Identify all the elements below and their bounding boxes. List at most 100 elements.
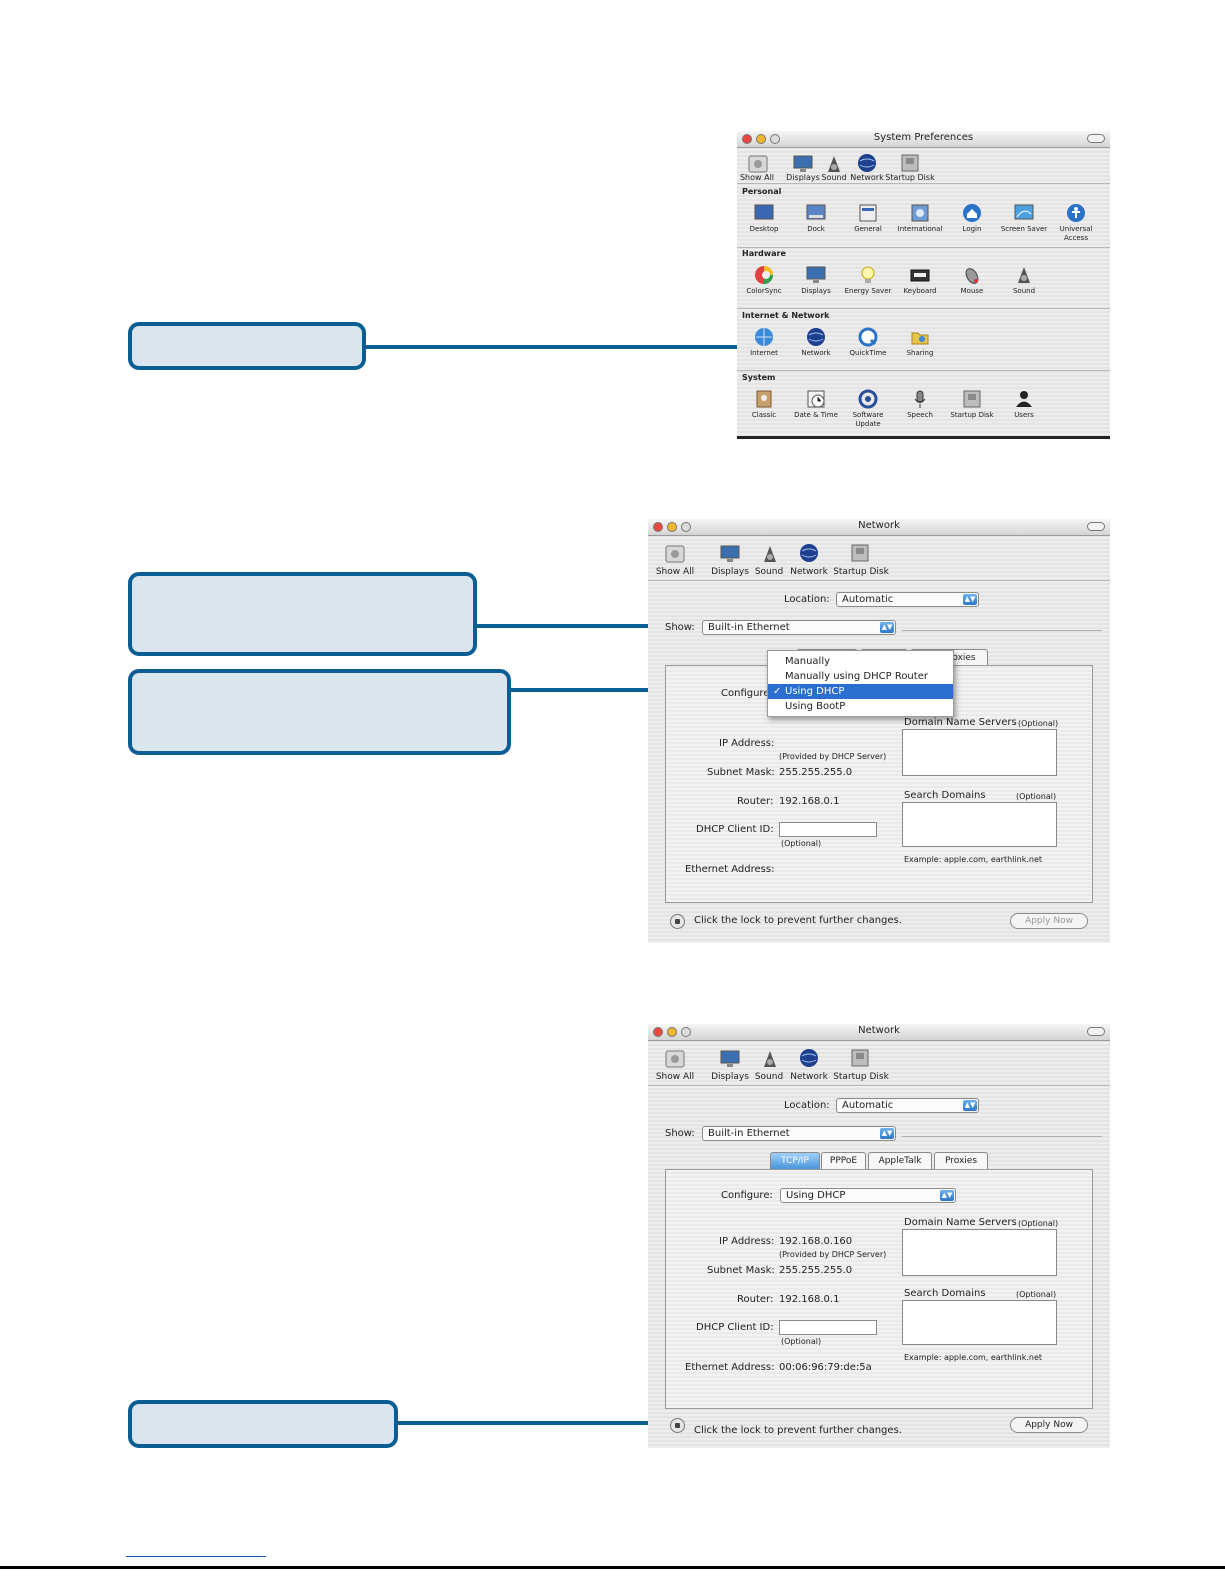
- toolbar-startup-disk[interactable]: Startup Disk: [885, 173, 935, 182]
- displays-icon[interactable]: [719, 1048, 741, 1070]
- pref-colorsync[interactable]: ColorSync: [746, 287, 782, 295]
- zoom-button[interactable]: [770, 134, 780, 144]
- pref-network[interactable]: Network: [801, 349, 831, 357]
- toolbar-sound[interactable]: Sound: [754, 1072, 784, 1082]
- apply-now-button[interactable]: Apply Now: [1010, 913, 1088, 929]
- pref-sharing[interactable]: Sharing: [906, 349, 934, 357]
- dns-field[interactable]: [902, 1229, 1057, 1276]
- toolbar-toggle-button[interactable]: [1087, 1027, 1105, 1036]
- toolbar-show-all[interactable]: Show All: [739, 173, 775, 182]
- hardware-displays-icon[interactable]: [805, 264, 827, 286]
- pref-mouse[interactable]: Mouse: [960, 287, 984, 295]
- international-icon[interactable]: [909, 202, 931, 224]
- general-icon[interactable]: [857, 202, 879, 224]
- apply-now-button[interactable]: Apply Now: [1010, 1417, 1088, 1433]
- internet-icon[interactable]: [753, 326, 775, 348]
- toolbar-toggle-button[interactable]: [1087, 134, 1105, 143]
- network-icon[interactable]: [805, 326, 827, 348]
- sound-icon[interactable]: [823, 153, 845, 175]
- pref-general[interactable]: General: [854, 225, 882, 233]
- close-button[interactable]: [653, 1027, 663, 1037]
- menu-item-manually-dhcp-router[interactable]: Manually using DHCP Router: [785, 671, 928, 682]
- pref-users[interactable]: Users: [1014, 411, 1034, 419]
- toolbar-startup-disk[interactable]: Startup Disk: [833, 567, 889, 577]
- toolbar-network[interactable]: Network: [790, 1072, 828, 1082]
- pref-sound[interactable]: Sound: [1012, 287, 1036, 295]
- date-time-icon[interactable]: [805, 388, 827, 410]
- sound-icon[interactable]: [759, 543, 781, 565]
- software-update-icon[interactable]: [857, 388, 879, 410]
- zoom-button[interactable]: [681, 522, 691, 532]
- quicktime-icon[interactable]: [857, 326, 879, 348]
- pref-internet[interactable]: Internet: [750, 349, 778, 357]
- pref-screen-saver[interactable]: Screen Saver: [1000, 225, 1048, 233]
- dhcp-client-id-field[interactable]: [779, 1320, 877, 1335]
- pref-startup-disk[interactable]: Startup Disk: [950, 411, 994, 419]
- pref-quicktime[interactable]: QuickTime: [849, 349, 887, 357]
- login-icon[interactable]: [961, 202, 983, 224]
- toolbar-toggle-button[interactable]: [1087, 522, 1105, 531]
- tab-pppoe[interactable]: PPPoE: [821, 1152, 866, 1169]
- startup-disk-icon[interactable]: [849, 1047, 871, 1069]
- pref-universal-access[interactable]: Universal Access: [1059, 225, 1093, 242]
- speech-icon[interactable]: [909, 388, 931, 410]
- minimize-button[interactable]: [756, 134, 766, 144]
- minimize-button[interactable]: [667, 522, 677, 532]
- network-globe-icon[interactable]: [798, 1047, 820, 1069]
- pref-keyboard[interactable]: Keyboard: [903, 287, 937, 295]
- show-all-icon[interactable]: [664, 543, 686, 565]
- energy-saver-icon[interactable]: [857, 264, 879, 286]
- menu-item-using-dhcp[interactable]: ✓Using DHCP: [768, 684, 953, 699]
- desktop-icon[interactable]: [753, 202, 775, 224]
- mouse-icon[interactable]: [961, 264, 983, 286]
- network-globe-icon[interactable]: [798, 542, 820, 564]
- screen-saver-icon[interactable]: [1013, 202, 1035, 224]
- toolbar-startup-disk[interactable]: Startup Disk: [833, 1072, 889, 1082]
- network-globe-icon[interactable]: [856, 152, 878, 174]
- sharing-icon[interactable]: [909, 326, 931, 348]
- search-domains-field[interactable]: [902, 802, 1057, 847]
- menu-item-manually[interactable]: Manually: [785, 656, 831, 667]
- universal-access-icon[interactable]: [1065, 202, 1087, 224]
- lock-icon[interactable]: [670, 1418, 685, 1433]
- pref-displays[interactable]: Displays: [801, 287, 831, 295]
- tab-appletalk[interactable]: AppleTalk: [868, 1152, 932, 1169]
- toolbar-displays[interactable]: Displays: [786, 173, 820, 182]
- dock-icon[interactable]: [805, 202, 827, 224]
- search-domains-field[interactable]: [902, 1300, 1057, 1345]
- toolbar-network[interactable]: Network: [790, 567, 828, 577]
- dhcp-client-id-field[interactable]: [779, 822, 877, 837]
- show-popup[interactable]: Built-in Ethernet▲▼: [702, 1126, 896, 1141]
- system-startup-disk-icon[interactable]: [961, 388, 983, 410]
- pref-classic[interactable]: Classic: [751, 411, 777, 419]
- minimize-button[interactable]: [667, 1027, 677, 1037]
- sound-icon[interactable]: [759, 1048, 781, 1070]
- tab-tcpip[interactable]: TCP/IP: [770, 1152, 820, 1169]
- pref-speech[interactable]: Speech: [907, 411, 933, 419]
- displays-icon[interactable]: [719, 543, 741, 565]
- toolbar-show-all[interactable]: Show All: [655, 1072, 695, 1082]
- toolbar-displays[interactable]: Displays: [711, 567, 749, 577]
- colorsync-icon[interactable]: [753, 264, 775, 286]
- hardware-sound-icon[interactable]: [1013, 264, 1035, 286]
- pref-software-update[interactable]: Software Update: [852, 411, 884, 428]
- pref-date-time[interactable]: Date & Time: [794, 411, 838, 419]
- show-all-icon[interactable]: [664, 1048, 686, 1070]
- displays-icon[interactable]: [792, 153, 814, 175]
- toolbar-network[interactable]: Network: [850, 173, 884, 182]
- toolbar-sound[interactable]: Sound: [821, 173, 847, 182]
- pref-energy-saver[interactable]: Energy Saver: [844, 287, 892, 295]
- menu-item-using-bootp[interactable]: Using BootP: [785, 701, 846, 712]
- startup-disk-icon[interactable]: [849, 542, 871, 564]
- startup-disk-icon[interactable]: [899, 152, 921, 174]
- users-icon[interactable]: [1013, 388, 1035, 410]
- pref-desktop[interactable]: Desktop: [749, 225, 779, 233]
- pref-dock[interactable]: Dock: [807, 225, 825, 233]
- show-popup[interactable]: Built-in Ethernet▲▼: [702, 620, 896, 635]
- close-button[interactable]: [653, 522, 663, 532]
- show-all-icon[interactable]: [747, 153, 769, 175]
- location-popup[interactable]: Automatic▲▼: [836, 592, 979, 607]
- zoom-button[interactable]: [681, 1027, 691, 1037]
- pref-international[interactable]: International: [897, 225, 943, 233]
- dns-field[interactable]: [902, 729, 1057, 776]
